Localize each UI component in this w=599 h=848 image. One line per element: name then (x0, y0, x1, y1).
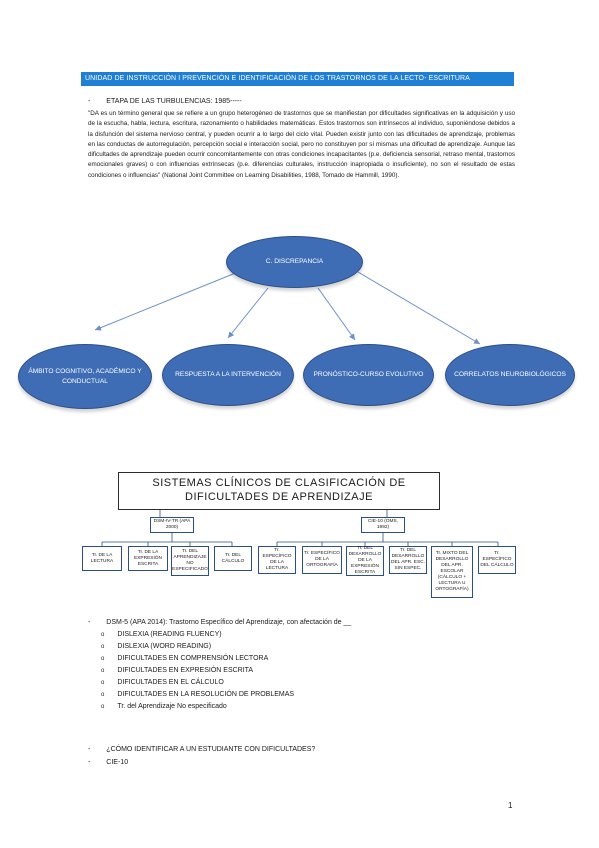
child-mixed-disorder: Tr. MIXTO DEL DESARROLLO DEL APR. ESCOLA… (431, 546, 473, 598)
cie10-text: CIE-10 (106, 759, 129, 766)
list-marker: o (101, 692, 105, 698)
list-marker: o (101, 632, 105, 638)
arrow-4 (357, 271, 481, 345)
question-text: ¿CÓMO IDENTIFICAR A UN ESTUDIANTE CON DI… (106, 746, 316, 753)
child-learning-nos: Tr. DEL APRENDIZAJE NO ESPECIFICADO (171, 546, 209, 576)
bullet-dash: - (88, 98, 91, 105)
cie-10-node: CIE-10 (OMS, 1992) (361, 517, 405, 533)
dsm-iv-tr-node: DSM-IV-TR (APA 2000) (150, 517, 194, 533)
child-written-expression: Tr. DE LA EXPRESIÓN ESCRITA (128, 546, 168, 571)
center-node: C. DISCREPANCIA (226, 236, 363, 288)
page-number: 1 (508, 801, 513, 810)
bullet-dash: - (88, 619, 91, 626)
child-reading-disorder: Tr. DE LA LECTURA (82, 546, 122, 571)
child-specific-spelling: Tr. ESPECÍFICO DE LA ORTOGRAFÍA (302, 546, 342, 574)
definition-paragraph: "DA es un término general que se refiere… (88, 110, 515, 179)
dsm5-heading: DSM-5 (APA 2014): Trastorno Específico d… (106, 619, 352, 626)
node-neurobiological: CORRELATOS NEUROBIOLÓGICOS (445, 344, 575, 406)
systems-title: SISTEMAS CLÍNICOS DE CLASIFICACIÓN DE DI… (118, 472, 440, 510)
node-intervention: RESPUESTA A LA INTERVENCIÓN (162, 344, 294, 406)
child-specific-reading: Tr. ESPECÍFICO DE LA LECTURA (258, 546, 296, 574)
list-marker: o (101, 644, 105, 650)
child-calculation: Tr. DEL CÁLCULO (214, 546, 252, 571)
list-marker: o (101, 704, 105, 710)
bullet-dash: - (88, 759, 91, 766)
arrow-1 (94, 271, 239, 331)
list-marker: o (101, 668, 105, 674)
child-specific-calculation: Tr. ESPECÍFICO DEL CÁLCULO (478, 546, 516, 574)
question-row: - ¿CÓMO IDENTIFICAR A UN ESTUDIANTE CON … (88, 745, 315, 755)
dsm5-heading-row: - DSM-5 (APA 2014): Trastorno Específico… (88, 618, 351, 628)
child-school-learning-nos: Tr. DEL DESARROLLO DEL APR. ESC. SIN ESP… (389, 546, 427, 574)
child-written-expression-dev: Tr. DEL DESARROLLO DE LA EXPRESIÓN ESCRI… (346, 546, 384, 576)
cie10-row: - CIE-10 (88, 758, 128, 768)
arrow-3 (317, 287, 356, 341)
section-heading: ETAPA DE LAS TURBULENCIAS: 1985----- (106, 98, 242, 105)
list-marker: o (101, 656, 105, 662)
section-heading-row: - ETAPA DE LAS TURBULENCIAS: 1985----- (88, 97, 242, 107)
list-marker: o (101, 680, 105, 686)
unit-header: UNIDAD DE INSTRUCCIÓN I PREVENCIÓN E IDE… (81, 72, 514, 86)
arrow-2 (227, 287, 269, 339)
node-prognosis: PRONÓSTICO-CURSO EVOLUTIVO (303, 344, 434, 406)
bullet-dash: - (88, 746, 91, 753)
node-cognitive: ÁMBITO COGNITIVO, ACADÉMICO Y CONDUCTUAL (18, 344, 152, 409)
